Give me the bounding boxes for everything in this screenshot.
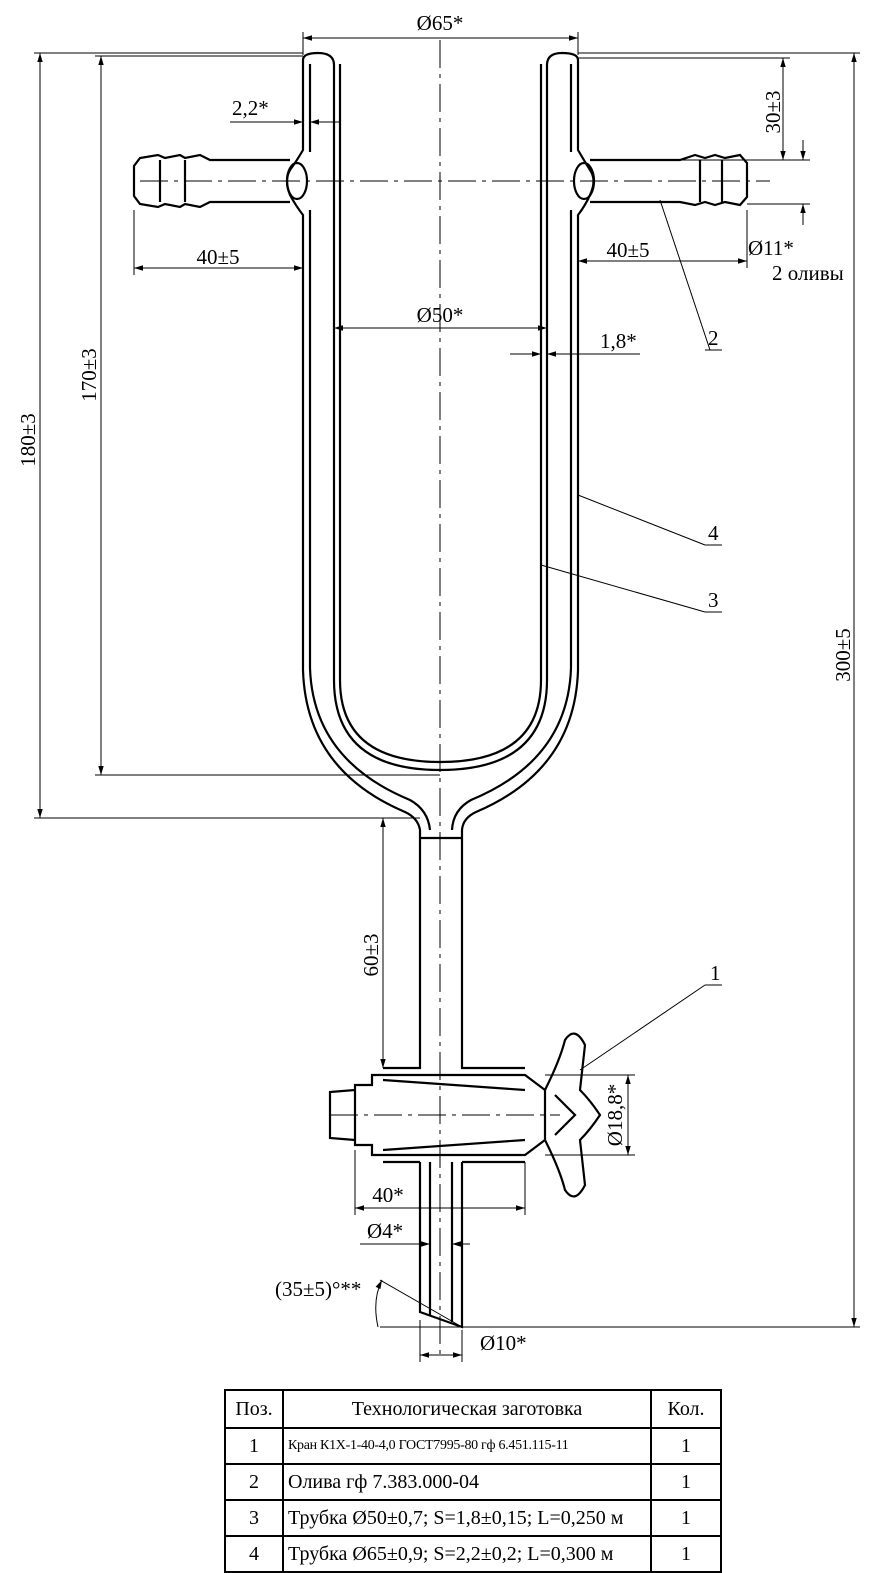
- stopcock-barrel: [383, 1073, 547, 1157]
- dim-angle: (35±5)°**: [275, 1277, 361, 1301]
- jacket-inner-left: [308, 64, 432, 831]
- table-row: 1 Кран К1Х-1-40-4,0 ГОСТ7995-80 гф 6.451…: [224, 1427, 722, 1465]
- row-desc: Олива гф 7.383.000-04: [282, 1463, 652, 1501]
- dim-left-40: 40±5: [196, 245, 239, 269]
- dim-olives: 2 оливы: [772, 261, 844, 285]
- technical-drawing: Ø65* 2,2* 30±3 40±5 40±5 Ø11* 2 оливы Ø5…: [16, 11, 860, 1362]
- header-qty: Кол.: [650, 1389, 722, 1429]
- dim-wall-1-8: 1,8*: [600, 329, 637, 353]
- stopcock-handle: [544, 1032, 602, 1198]
- row-pos: 2: [224, 1463, 284, 1501]
- dim-d11: Ø11*: [748, 236, 794, 260]
- rim-right: [545, 51, 580, 140]
- rim-left: [301, 51, 336, 140]
- dim-wall-2-2: 2,2*: [232, 96, 269, 120]
- dim-180: 180±3: [16, 413, 40, 467]
- dim-d18-8: Ø18,8*: [603, 1084, 627, 1146]
- dim-d50: Ø50*: [417, 303, 464, 327]
- header-desc: Технологическая заготовка: [282, 1389, 652, 1429]
- callout-2: 2: [708, 326, 719, 350]
- outer-jacket-right: [460, 60, 595, 1040]
- callout-1: 1: [710, 961, 721, 985]
- row-desc: Кран К1Х-1-40-4,0 ГОСТ7995-80 гф 6.451.1…: [282, 1427, 652, 1465]
- parts-table: Поз. Технологическая заготовка Кол. 1 Кр…: [224, 1389, 722, 1573]
- row-qty: 1: [650, 1535, 722, 1573]
- callout-4: 4: [708, 521, 719, 545]
- dim-30: 30±3: [761, 90, 785, 133]
- row-pos: 3: [224, 1499, 284, 1537]
- dim-60: 60±3: [359, 933, 383, 976]
- table-row: 2 Олива гф 7.383.000-04 1: [224, 1463, 722, 1501]
- row-qty: 1: [650, 1463, 722, 1501]
- dim-d4: Ø4*: [367, 1219, 403, 1243]
- outer-jacket-left: [285, 60, 422, 1040]
- dim-right-40: 40±5: [606, 238, 649, 262]
- dim-tap-40: 40*: [372, 1183, 404, 1207]
- table-row: 4 Трубка Ø65±0,9; S=2,2±0,2; L=0,300 м 1: [224, 1535, 722, 1573]
- olive-right: [590, 153, 749, 207]
- row-qty: 1: [650, 1427, 722, 1465]
- row-pos: 4: [224, 1535, 284, 1573]
- dim-d10: Ø10*: [480, 1331, 527, 1355]
- row-desc: Трубка Ø65±0,9; S=2,2±0,2; L=0,300 м: [282, 1535, 652, 1573]
- jacket-inner-right: [450, 64, 573, 831]
- callout-3: 3: [708, 588, 719, 612]
- row-qty: 1: [650, 1499, 722, 1537]
- parts-table-header: Поз. Технологическая заготовка Кол.: [224, 1389, 722, 1429]
- row-pos: 1: [224, 1427, 284, 1465]
- dim-170: 170±3: [77, 348, 101, 402]
- dim-300: 300±5: [831, 628, 855, 682]
- olive-left: [132, 153, 290, 209]
- row-desc: Трубка Ø50±0,7; S=1,8±0,15; L=0,250 м: [282, 1499, 652, 1537]
- table-row: 3 Трубка Ø50±0,7; S=1,8±0,15; L=0,250 м …: [224, 1499, 722, 1537]
- dim-d65: Ø65*: [417, 11, 464, 35]
- header-pos: Поз.: [224, 1389, 284, 1429]
